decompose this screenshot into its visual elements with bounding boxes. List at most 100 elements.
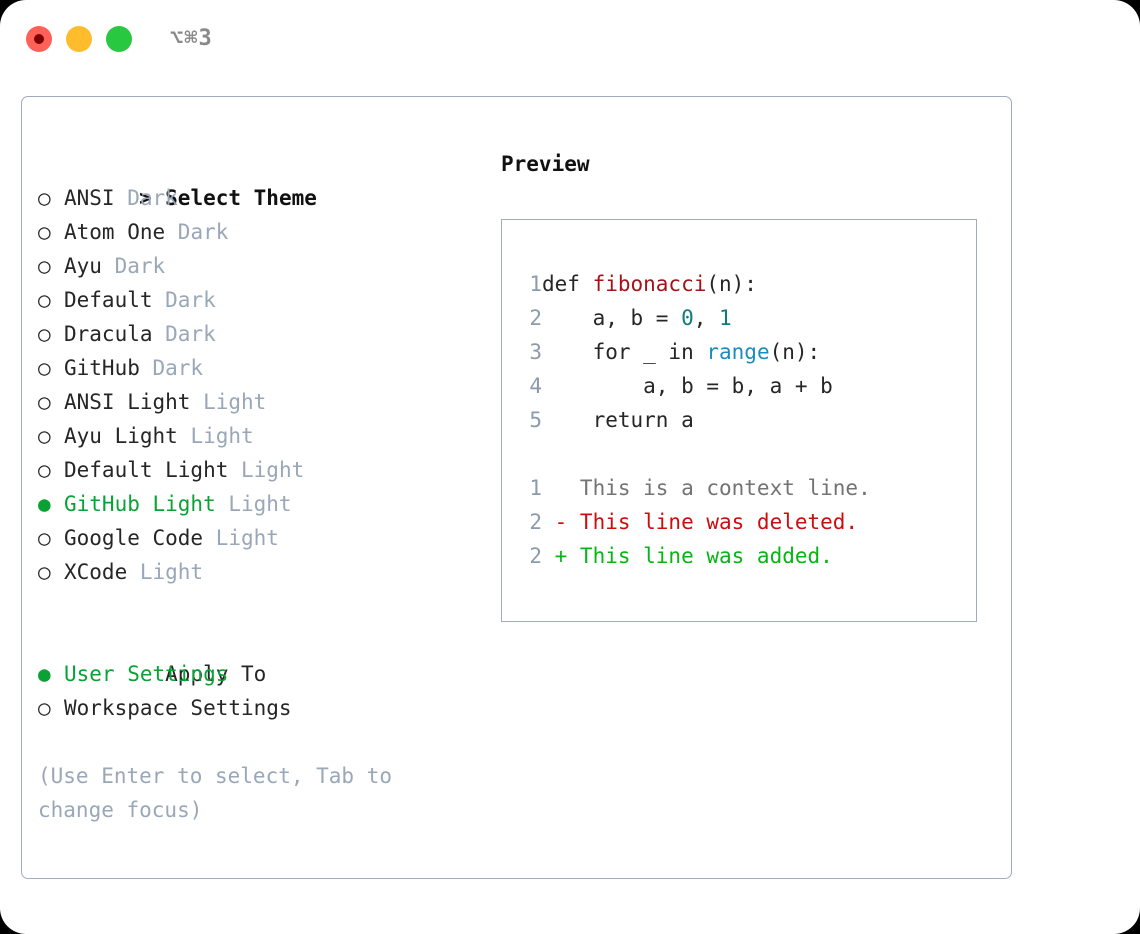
code-line: 2 a, b = 0, 1: [520, 301, 871, 335]
apply-to-list: ● User Settings ○ Workspace Settings: [38, 657, 478, 725]
theme-list: ○ANSI Dark○Atom One Dark○Ayu Dark○Defaul…: [38, 181, 478, 589]
code-token: return a: [542, 408, 694, 432]
line-number: 4: [529, 374, 542, 398]
code-token: This is a context line.: [542, 476, 871, 500]
radio-unselected-icon: ○: [38, 560, 51, 584]
theme-list-item[interactable]: ○Ayu Dark: [38, 249, 478, 283]
theme-name-label: Atom One: [64, 220, 166, 244]
radio-unselected-icon: ○: [38, 458, 51, 482]
radio-unselected-icon: ○: [38, 322, 51, 346]
code-token: 0: [681, 306, 694, 330]
theme-variant-tag: Light: [215, 492, 292, 516]
line-number: 2: [529, 306, 542, 330]
code-token: (n):: [769, 340, 821, 364]
content-panel: >Select Theme ○ANSI Dark○Atom One Dark○A…: [21, 96, 1012, 879]
code-token: + This line was added.: [542, 544, 833, 568]
code-token: - This line was deleted.: [542, 510, 859, 534]
diff-line: 1 This is a context line.: [520, 471, 871, 505]
theme-variant-tag: Light: [127, 560, 204, 584]
theme-name-label: GitHub: [64, 356, 140, 380]
radio-selected-icon: ●: [38, 492, 51, 516]
code-token: (n):: [706, 272, 757, 296]
line-number: 2: [529, 510, 542, 534]
line-number: 2: [529, 544, 542, 568]
radio-unselected-icon: ○: [38, 356, 51, 380]
theme-list-item[interactable]: ○ GitHub Dark: [38, 351, 478, 385]
theme-variant-tag: Dark: [165, 220, 229, 244]
theme-name-label: Default Light: [64, 458, 229, 482]
theme-list-item[interactable]: ○ Atom One Dark: [38, 215, 478, 249]
code-token: fibonacci: [592, 272, 707, 296]
theme-variant-tag: Dark: [114, 186, 178, 210]
code-token: ,: [693, 306, 720, 330]
minimize-window-button[interactable]: [66, 26, 92, 52]
apply-to-list-item[interactable]: ● User Settings: [38, 657, 478, 691]
radio-selected-icon: ●: [38, 662, 51, 686]
theme-list-item[interactable]: ○ Default Light Light: [38, 453, 478, 487]
code-token: range: [706, 340, 770, 364]
code-blank-line: [520, 437, 871, 471]
code-token: def: [542, 272, 593, 296]
theme-picker-header: > Select Theme: [38, 147, 478, 210]
code-line: 4 a, b = b, a + b: [520, 369, 871, 403]
title-bar: ⌥⌘3: [0, 0, 1140, 78]
line-number: 1: [529, 476, 542, 500]
preview-title: Preview: [501, 152, 590, 176]
radio-unselected-icon: ○: [38, 696, 51, 720]
code-line: 5 return a: [520, 403, 871, 437]
theme-variant-tag: Dark: [139, 356, 204, 380]
radio-unselected-icon: ○: [38, 254, 51, 278]
keyboard-shortcut-label: ⌥⌘3: [170, 26, 213, 51]
apply-to-label: Workspace Settings: [64, 696, 292, 720]
theme-list-item[interactable]: ○ Google Code Light: [38, 521, 478, 555]
line-number: 3: [529, 340, 542, 364]
theme-name-label: Ayu Light: [64, 424, 178, 448]
apply-to-list-item[interactable]: ○ Workspace Settings: [38, 691, 478, 725]
theme-list-item[interactable]: ○ANSI Light Light: [38, 385, 478, 419]
theme-variant-tag: Light: [228, 458, 305, 482]
section-spacer: [38, 589, 478, 623]
theme-variant-tag: Dark: [152, 288, 216, 312]
theme-variant-tag: Light: [177, 424, 254, 448]
theme-picker-column: >Select Theme ○ANSI Dark○Atom One Dark○A…: [38, 147, 478, 827]
theme-name-label: Dracula: [64, 322, 153, 346]
diff-line: 2 + This line was added.: [520, 539, 871, 573]
theme-variant-tag: Dark: [101, 254, 166, 278]
code-token: 1: [719, 306, 732, 330]
radio-unselected-icon: ○: [38, 526, 51, 550]
prompt-caret-icon: >: [139, 186, 152, 210]
maximize-window-button[interactable]: [106, 26, 132, 52]
keyboard-hint-text: (Use Enter to select, Tab to change focu…: [38, 764, 393, 822]
apply-to-header: Apply To: [38, 623, 478, 686]
diff-line: 2 - This line was deleted.: [520, 505, 871, 539]
code-token: a, b = b, a + b: [542, 374, 833, 398]
theme-list-item[interactable]: ○Default Dark: [38, 283, 478, 317]
code-token: for _ in: [542, 340, 707, 364]
code-line: 1def fibonacci(n):: [520, 267, 871, 301]
theme-list-item[interactable]: ○ Ayu Light Light: [38, 419, 478, 453]
line-number: 1: [529, 272, 542, 296]
radio-unselected-icon: ○: [38, 220, 51, 244]
theme-list-item[interactable]: ○XCode Light: [38, 555, 478, 589]
theme-list-item[interactable]: ○Dracula Dark: [38, 317, 478, 351]
radio-unselected-icon: ○: [38, 424, 51, 448]
radio-unselected-icon: ○: [38, 186, 51, 210]
code-token: a, b =: [542, 306, 682, 330]
theme-name-label: Default: [64, 288, 153, 312]
close-window-button[interactable]: [26, 26, 52, 52]
apply-to-label: User Settings: [64, 662, 229, 686]
code-line: 3 for _ in range(n):: [520, 335, 871, 369]
theme-name-label: Google Code: [64, 526, 204, 550]
theme-name-label: ANSI: [64, 186, 115, 210]
theme-picker-header-label: Select Theme: [165, 186, 317, 210]
apply-to-header-label: Apply To: [165, 662, 267, 686]
line-number: 5: [529, 408, 542, 432]
theme-variant-tag: Light: [203, 526, 279, 550]
theme-list-item[interactable]: ● GitHub Light Light: [38, 487, 478, 521]
theme-name-label: GitHub Light: [64, 492, 216, 516]
radio-unselected-icon: ○: [38, 390, 51, 414]
theme-list-item[interactable]: ○ ANSI Dark: [38, 181, 478, 215]
